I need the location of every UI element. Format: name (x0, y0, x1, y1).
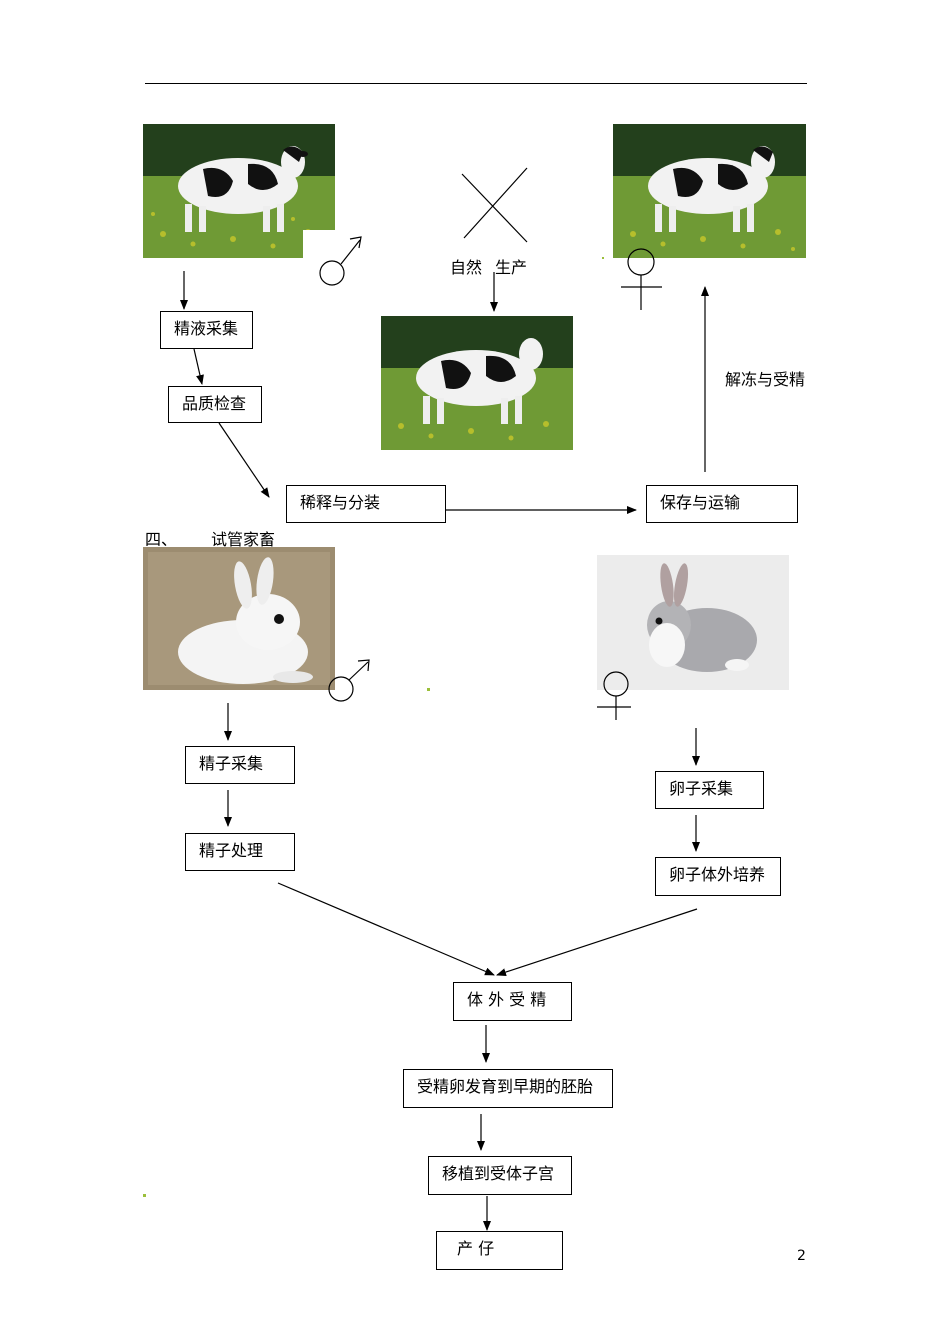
birth-box: 产 仔 (436, 1231, 563, 1270)
quality-check-box: 品质检查 (168, 386, 262, 423)
gray-rabbit-photo (597, 555, 789, 690)
page-number: 2 (797, 1248, 806, 1264)
section-heading: 试管家畜 (211, 530, 276, 549)
header-rule (145, 83, 807, 84)
embryo-box: 受精卵发育到早期的胚胎 (403, 1069, 613, 1108)
dilute-pack-box: 稀释与分装 (286, 485, 446, 523)
sperm-collection-box: 精子采集 (185, 746, 295, 784)
store-transport-box: 保存与运输 (646, 485, 798, 523)
ivf-box: 体 外 受 精 (453, 982, 572, 1021)
female-symbol-icon-2 (597, 671, 631, 720)
sperm-processing-box: 精子处理 (185, 833, 295, 871)
symbol-backdrop (303, 230, 336, 258)
section-number: 四、 (145, 530, 178, 549)
egg-culture-box: 卵子体外培养 (655, 857, 781, 896)
egg-collection-box: 卵子采集 (655, 771, 764, 809)
female-symbol-icon (621, 248, 662, 310)
calf-photo (381, 316, 573, 450)
male-symbol-icon (319, 236, 362, 286)
transplant-box: 移植到受体子宫 (428, 1156, 572, 1195)
white-rabbit-photo (143, 547, 335, 690)
thaw-fertilize-label: 解冻与受精 (725, 370, 806, 389)
natural-label-1: 自然 (450, 258, 483, 277)
cow-photo (613, 124, 806, 258)
male-symbol-icon-2 (328, 659, 370, 702)
semen-collection-box: 精液采集 (160, 311, 253, 349)
natural-label-2: 生产 (495, 258, 528, 277)
cross-x-icon (461, 167, 528, 243)
